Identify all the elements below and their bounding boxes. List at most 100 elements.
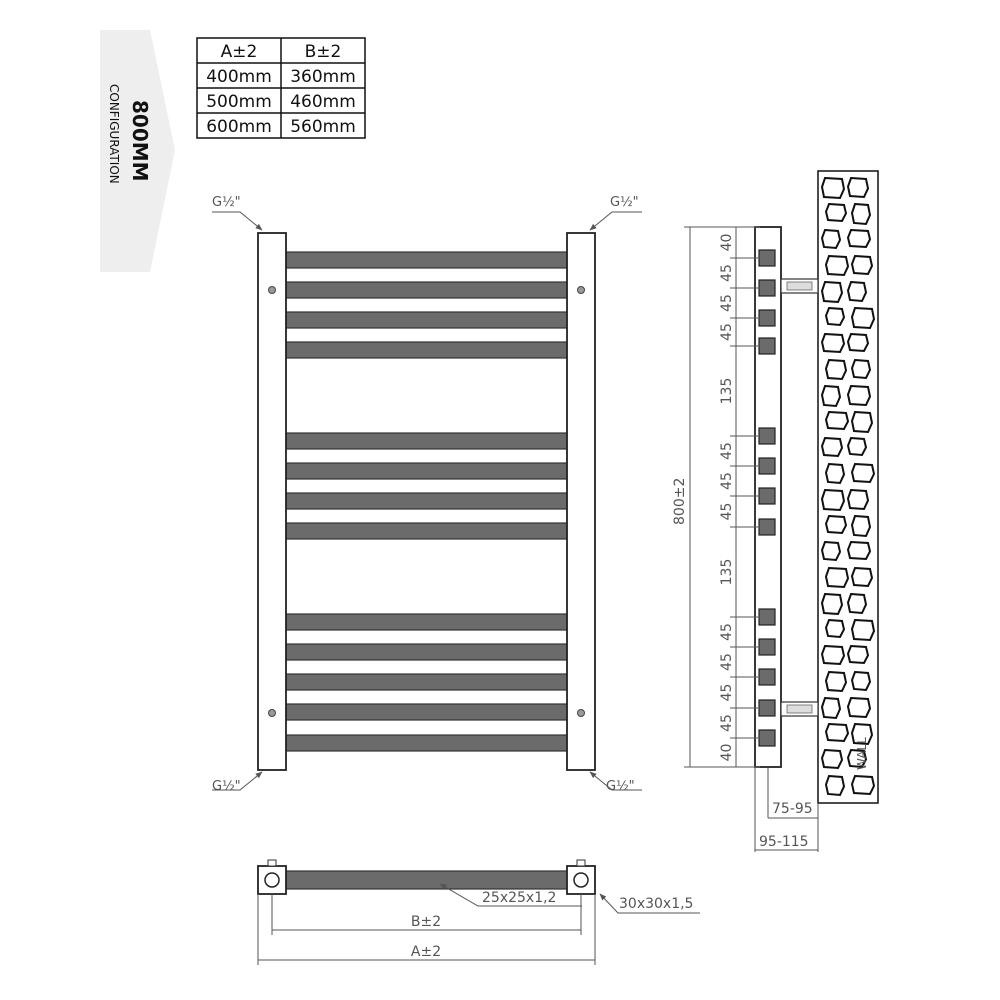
wall-stone bbox=[850, 202, 872, 226]
table-cell: 560mm bbox=[290, 117, 356, 137]
wall-stone bbox=[824, 670, 848, 693]
wall-stone bbox=[820, 592, 844, 616]
wall-stone bbox=[850, 618, 876, 642]
wall-stone bbox=[846, 540, 872, 561]
spacing-label: 45 bbox=[719, 714, 735, 732]
spacing-label: 45 bbox=[719, 323, 735, 341]
towel-bar bbox=[285, 462, 568, 480]
bar-section bbox=[758, 457, 776, 475]
height-label: 800±2 bbox=[672, 478, 688, 525]
towel-bar bbox=[285, 492, 568, 510]
wall-stone bbox=[824, 774, 846, 797]
wall-stone bbox=[820, 332, 846, 354]
bar-section-label: 25x25x1,2 bbox=[482, 890, 556, 906]
wall-stone bbox=[824, 462, 846, 485]
a-dimension-label: A±2 bbox=[411, 944, 441, 960]
b-dimension-label: B±2 bbox=[411, 914, 441, 930]
top-left-rail-bore bbox=[264, 872, 280, 888]
size-table: A±2 B±2 400mm 360mm 500mm 460mm 600mm 56… bbox=[196, 37, 366, 139]
wall-stone bbox=[824, 254, 850, 277]
wall-bracket bbox=[786, 281, 813, 291]
wall-stone bbox=[820, 436, 844, 458]
wall-stone bbox=[824, 566, 850, 589]
connection-label-top-left: G½" bbox=[212, 195, 241, 210]
wall-stone bbox=[824, 618, 846, 639]
towel-bar bbox=[285, 341, 568, 359]
bracket-hole bbox=[577, 286, 585, 294]
wall-stone bbox=[820, 488, 846, 512]
wall-stone bbox=[850, 722, 874, 746]
wall-stone bbox=[846, 696, 872, 719]
spacing-label: 135 bbox=[719, 378, 735, 405]
depth-dimensions: 75-95 95-115 bbox=[754, 767, 819, 852]
wall-stone bbox=[850, 306, 876, 330]
bar-section bbox=[758, 638, 776, 656]
spacing-label: 40 bbox=[719, 234, 735, 252]
wall-stone bbox=[850, 566, 874, 588]
bar-section bbox=[758, 487, 776, 505]
towel-bar bbox=[285, 613, 568, 631]
towel-bar bbox=[285, 281, 568, 299]
wall-stone bbox=[850, 358, 872, 380]
wall-stone bbox=[824, 722, 850, 743]
spacing-label: 45 bbox=[719, 472, 735, 490]
wall-stone bbox=[846, 592, 868, 615]
spacing-label: 135 bbox=[719, 559, 735, 586]
wall-stone bbox=[820, 176, 846, 200]
spacing-label: 45 bbox=[719, 294, 735, 312]
top-right-rail-bore bbox=[573, 872, 589, 888]
spacing-label: 40 bbox=[719, 744, 735, 762]
spacing-label: 45 bbox=[719, 653, 735, 671]
wall-stone bbox=[846, 748, 868, 769]
wall-stone bbox=[850, 410, 874, 434]
towel-bar bbox=[285, 251, 568, 269]
wall-stone bbox=[846, 488, 870, 511]
rail-section-label: 30x30x1,5 bbox=[619, 896, 693, 912]
bracket-hole bbox=[577, 709, 585, 717]
wall-stone bbox=[820, 384, 842, 408]
wall-stone bbox=[820, 644, 846, 666]
table-header-a: A±2 bbox=[221, 42, 258, 62]
wall-stone bbox=[824, 514, 848, 535]
wall-stone bbox=[846, 176, 870, 199]
wall-stone bbox=[850, 462, 876, 484]
wall-brackets bbox=[780, 278, 819, 717]
bracket-hole bbox=[268, 286, 276, 294]
wall-stone bbox=[824, 306, 846, 327]
wall: WALL bbox=[817, 170, 879, 804]
connection-label-bottom-left: G½" bbox=[212, 779, 241, 794]
side-view: WALL 800±2 40454545135454545135454545454… bbox=[672, 170, 879, 852]
towel-bar bbox=[285, 643, 568, 661]
towel-bar bbox=[285, 734, 568, 752]
top-bar bbox=[283, 870, 573, 890]
configuration-size-label: 800MM bbox=[128, 100, 152, 182]
towel-bar bbox=[285, 522, 568, 540]
front-bars bbox=[285, 251, 568, 752]
bar-section bbox=[758, 518, 776, 536]
bracket-hole bbox=[268, 709, 276, 717]
table-cell: 360mm bbox=[290, 67, 356, 87]
wall-stone bbox=[850, 774, 876, 796]
spacing-label: 45 bbox=[719, 264, 735, 282]
table-header-b: B±2 bbox=[305, 42, 342, 62]
table-cell: 400mm bbox=[206, 67, 272, 87]
wall-stone bbox=[846, 384, 872, 407]
bar-section bbox=[758, 608, 776, 626]
wall-stone bbox=[820, 696, 842, 720]
connection-leaders bbox=[212, 211, 642, 791]
connection-label-bottom-right: G½" bbox=[606, 779, 635, 794]
wall-stone bbox=[820, 748, 844, 770]
wall-stone bbox=[846, 228, 872, 249]
spacing-label: 45 bbox=[719, 623, 735, 641]
connection-label-top-right: G½" bbox=[610, 195, 639, 210]
bar-section bbox=[758, 249, 776, 267]
bar-section bbox=[758, 729, 776, 747]
towel-bar bbox=[285, 673, 568, 691]
wall-stone bbox=[846, 280, 868, 303]
towel-bar bbox=[285, 432, 568, 450]
bar-section bbox=[758, 279, 776, 297]
bar-section bbox=[758, 668, 776, 686]
wall-stone bbox=[850, 254, 874, 276]
